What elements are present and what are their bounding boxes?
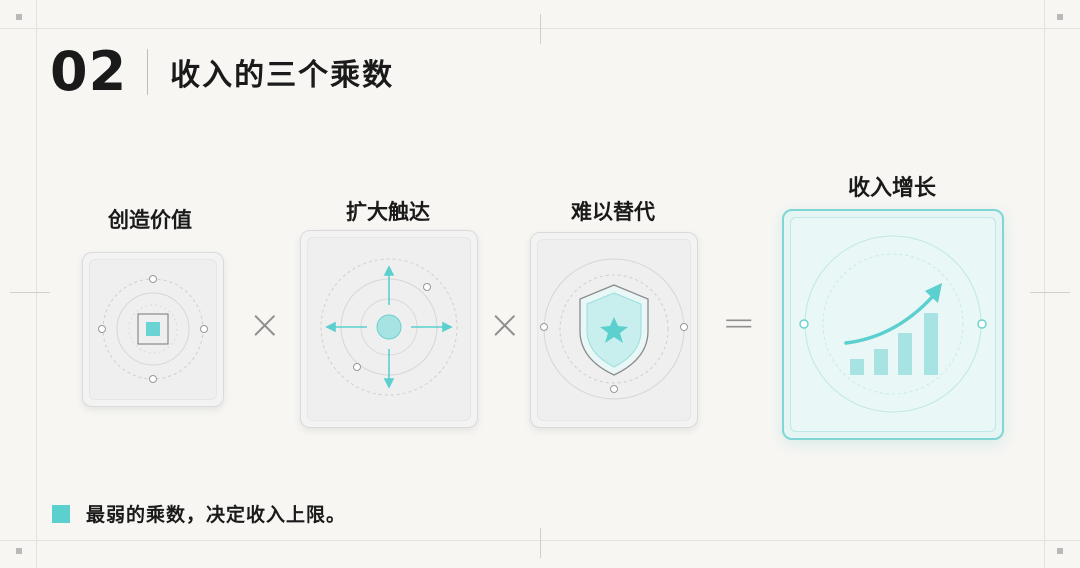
factor-card-expand-reach <box>300 230 478 428</box>
tick-left <box>10 292 50 293</box>
footer-text: 最弱的乘数，决定收入上限。 <box>86 504 347 526</box>
frame-left-line <box>36 0 37 568</box>
corner-dot-tl <box>16 14 22 20</box>
tick-right <box>1030 292 1070 293</box>
shield-star-icon <box>540 258 688 400</box>
page-header: 02 收入的三个乘数 <box>50 40 394 104</box>
page-title: 收入的三个乘数 <box>170 58 395 93</box>
corner-dot-tr <box>1057 14 1063 20</box>
result-card-revenue-growth <box>782 209 1004 440</box>
section-number: 02 <box>50 40 128 103</box>
footer-note: 最弱的乘数，决定收入上限。 <box>52 500 346 527</box>
corner-dot-br <box>1057 548 1063 554</box>
factor-card-create-value <box>82 252 224 407</box>
factor-label-expand-reach: 扩大触达 <box>346 200 430 224</box>
header-divider <box>147 49 149 95</box>
equals-operator: = <box>722 300 756 346</box>
card-inner <box>790 217 996 432</box>
tick-bottom <box>540 528 541 558</box>
factor-label-create-value: 创造价值 <box>108 208 192 232</box>
target-square-icon <box>98 275 208 383</box>
result-label-revenue-growth: 收入增长 <box>847 176 936 201</box>
corner-dot-bl <box>16 548 22 554</box>
factor-card-irreplaceable <box>530 232 698 428</box>
tick-top <box>540 14 541 44</box>
expand-arrows-icon <box>320 258 458 396</box>
accent-square <box>52 504 70 523</box>
multiply-operator-2: × <box>488 302 522 348</box>
multiply-operator-1: × <box>248 302 282 348</box>
frame-right-line <box>1044 0 1045 568</box>
growth-chart-icon <box>799 235 987 413</box>
factor-label-irreplaceable: 难以替代 <box>571 200 655 224</box>
